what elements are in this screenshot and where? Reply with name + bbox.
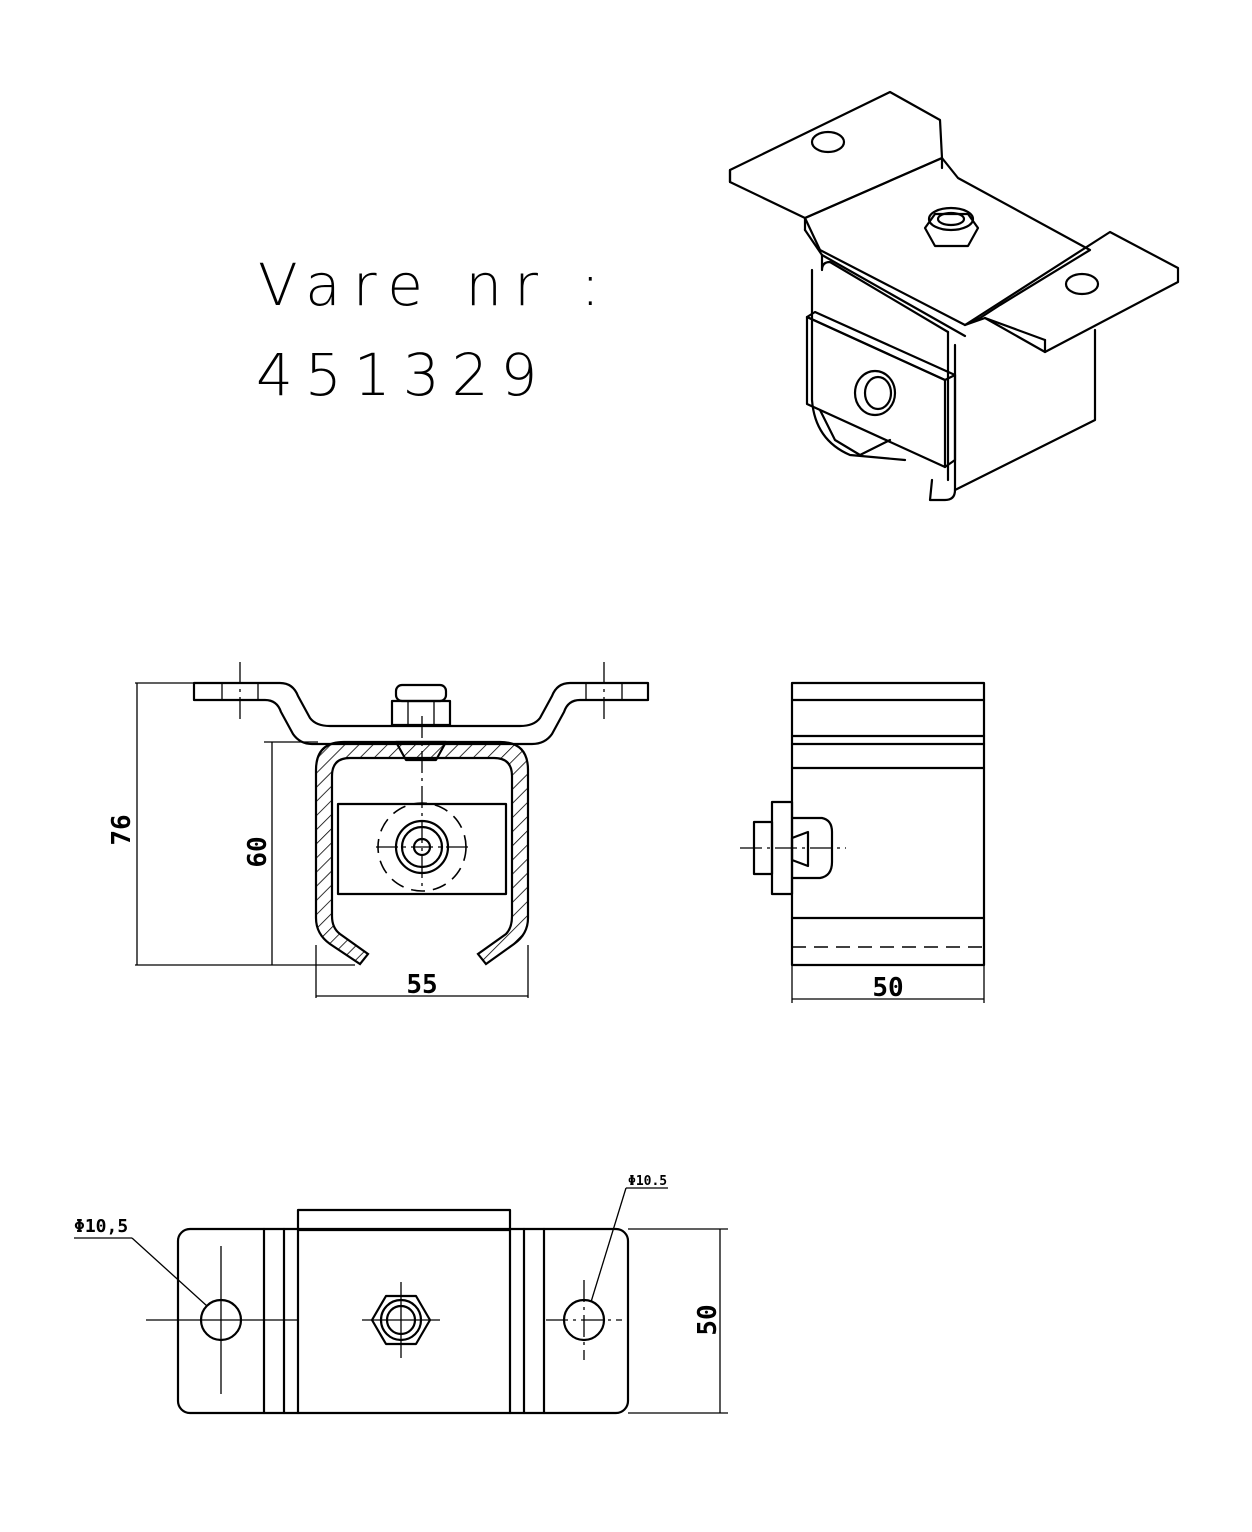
dimension-height-total: 76 — [107, 814, 137, 845]
article-number: 451329 — [256, 341, 549, 409]
top-view: Φ10,5 Φ10.5 50 — [74, 1174, 728, 1415]
side-view: 50 — [740, 681, 986, 1003]
article-label: Vare nr : 451329 — [256, 251, 612, 409]
front-section-view: 76 60 55 — [107, 662, 650, 1000]
dimension-width-channel: 55 — [406, 970, 437, 1000]
dimension-depth-top: 50 — [693, 1304, 723, 1335]
dimension-height-channel: 60 — [243, 836, 273, 867]
dimension-hole-left: Φ10,5 — [74, 1216, 128, 1237]
dimension-hole-right: Φ10.5 — [628, 1174, 667, 1189]
isometric-view — [728, 90, 1180, 502]
article-label-title: Vare nr : — [258, 251, 612, 319]
dimension-depth-side: 50 — [872, 973, 903, 1003]
